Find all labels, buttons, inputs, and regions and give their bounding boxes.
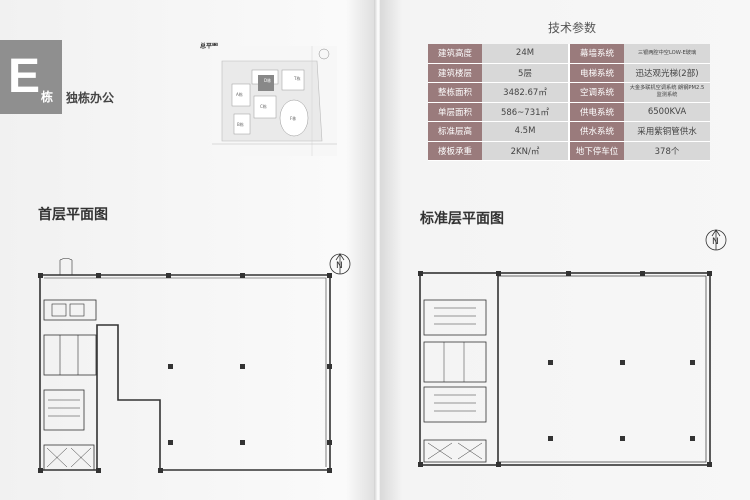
book-spine xyxy=(374,0,382,500)
tech-params-table: 建筑高度 24M 幕墙系统 三银两腔中空LOW-E玻璃 建筑楼层 5层 电梯系统… xyxy=(428,44,710,161)
param-label: 单层面积 xyxy=(428,102,482,122)
param-value: 378个 xyxy=(624,141,710,161)
standard-floor-title: 标准层平面图 xyxy=(420,211,504,227)
table-row: 建筑高度 24M 幕墙系统 三银两腔中空LOW-E玻璃 xyxy=(428,44,710,64)
param-label: 供水系统 xyxy=(570,122,624,142)
table-row: 单层面积 586~731㎡ 供电系统 6500KVA xyxy=(428,102,710,122)
param-value: 大金多联机空调系统 朗钢PM2.5监测系统 xyxy=(624,83,710,103)
building-title: 独栋办公 xyxy=(66,91,115,105)
site-plan-map: T栋 D栋 A栋 C栋 B栋 F栋 xyxy=(212,46,337,156)
standard-floor-plan: N xyxy=(418,229,727,467)
site-label-b: B栋 xyxy=(237,121,244,127)
site-label-f: F栋 xyxy=(290,115,296,121)
site-plan-title: 总平图 xyxy=(200,43,219,50)
ground-floor-title: 首层平面图 xyxy=(38,207,108,223)
building-letter-suffix: 栋 xyxy=(41,90,54,104)
param-value: 3482.67㎡ xyxy=(482,83,570,103)
site-label-a: A栋 xyxy=(236,91,243,97)
param-value: 采用紫铜管供水 xyxy=(624,122,710,142)
table-row: 标准层高 4.5M 供水系统 采用紫铜管供水 xyxy=(428,122,710,142)
table-row: 楼板承重 2KN/㎡ 地下停车位 378个 xyxy=(428,141,710,161)
param-label: 整栋面积 xyxy=(428,83,482,103)
left-page: E 栋 独栋办公 总平图 T栋 D栋 A栋 C栋 B栋 F栋 首层平面图 xyxy=(0,0,376,500)
param-value: 586~731㎡ xyxy=(482,102,570,122)
param-label: 空调系统 xyxy=(570,83,624,103)
table-row: 整栋面积 3482.67㎡ 空调系统 大金多联机空调系统 朗钢PM2.5监测系统 xyxy=(428,83,710,103)
param-value: 4.5M xyxy=(482,122,570,142)
site-label-c: C栋 xyxy=(260,103,267,109)
param-label: 电梯系统 xyxy=(570,63,624,83)
ground-floor-plan: N xyxy=(38,253,351,473)
param-label: 建筑高度 xyxy=(428,44,482,64)
building-letter: E xyxy=(8,50,41,103)
site-label-d: D栋 xyxy=(264,77,271,83)
param-label: 楼板承重 xyxy=(428,141,482,161)
table-row: 建筑楼层 5层 电梯系统 迅达观光梯(2部) xyxy=(428,63,710,83)
param-value: 5层 xyxy=(482,63,570,83)
standard-north-label: N xyxy=(712,237,719,247)
param-label: 幕墙系统 xyxy=(570,44,624,64)
param-value: 6500KVA xyxy=(624,102,710,122)
tech-params-title: 技术参数 xyxy=(548,21,597,35)
param-value: 迅达观光梯(2部) xyxy=(624,63,710,83)
param-value: 三银两腔中空LOW-E玻璃 xyxy=(624,44,710,64)
param-label: 标准层高 xyxy=(428,122,482,142)
param-value: 24M xyxy=(482,44,570,64)
param-value: 2KN/㎡ xyxy=(482,141,570,161)
param-label: 供电系统 xyxy=(570,102,624,122)
param-label: 建筑楼层 xyxy=(428,63,482,83)
param-label: 地下停车位 xyxy=(570,141,624,161)
ground-north-label: N xyxy=(336,261,343,271)
site-label-t: T栋 xyxy=(293,75,300,81)
building-badge xyxy=(0,40,62,114)
